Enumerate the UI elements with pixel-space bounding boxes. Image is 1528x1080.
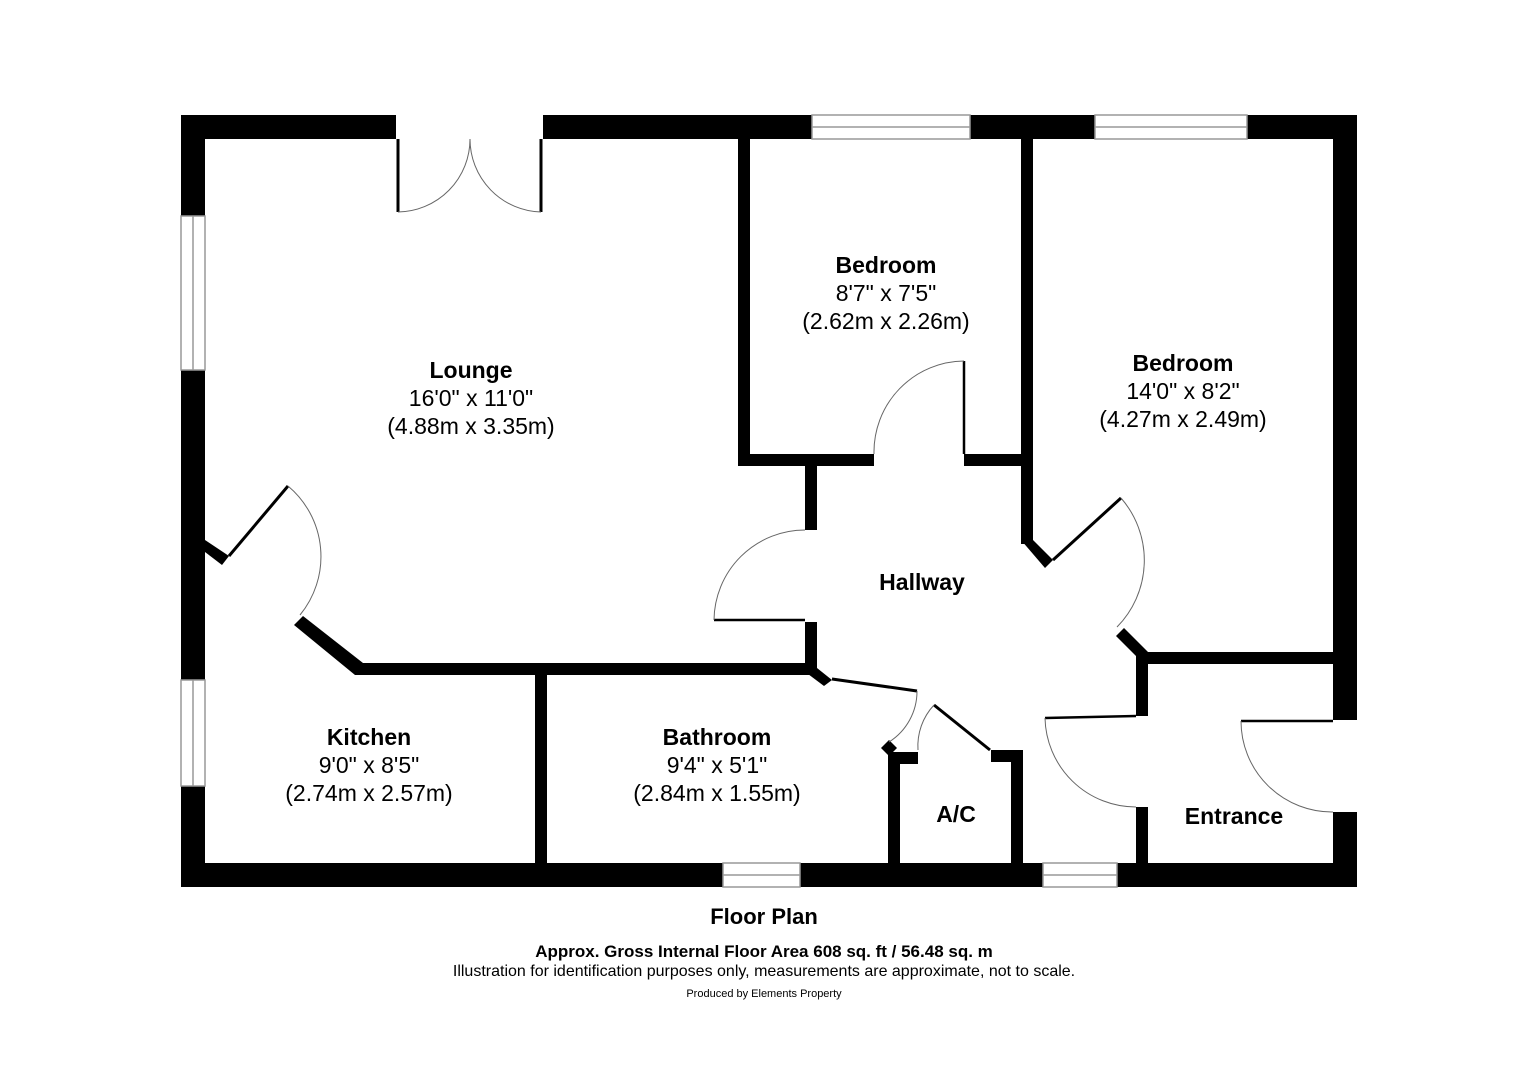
- room-name: A/C: [936, 801, 976, 827]
- room-label-lounge: Lounge 16'0" x 11'0" (4.88m x 3.35m): [387, 356, 554, 440]
- disclaimer: Illustration for identification purposes…: [452, 963, 1076, 980]
- plan-title: Floor Plan: [710, 904, 818, 929]
- room-dimensions-imperial: 14'0" x 8'2": [1126, 378, 1240, 405]
- room-dimensions-metric: (4.27m x 2.49m): [1099, 406, 1267, 433]
- room-label-bathroom: Bathroom 9'4" x 5'1" (2.84m x 1.55m): [633, 723, 800, 807]
- french-door: [396, 139, 543, 212]
- room-label-hallway: Hallway: [879, 568, 965, 596]
- room-dimensions-imperial: 9'4" x 5'1": [666, 752, 768, 779]
- interior-walls: [205, 139, 1333, 863]
- room-label-ac: A/C: [936, 800, 976, 828]
- doors: [227, 138, 1334, 813]
- room-name: Bathroom: [662, 724, 772, 750]
- room-name: Hallway: [879, 569, 965, 595]
- room-label-bedroom-small: Bedroom 8'7" x 7'5" (2.62m x 2.26m): [802, 251, 969, 335]
- room-dimensions-metric: (4.88m x 3.35m): [387, 413, 555, 440]
- room-name: Bedroom: [835, 252, 937, 278]
- room-dimensions-metric: (2.84m x 1.55m): [633, 780, 801, 807]
- room-name: Kitchen: [326, 724, 412, 750]
- room-label-bedroom-large: Bedroom 14'0" x 8'2" (4.27m x 2.49m): [1099, 349, 1266, 433]
- windows: [180, 114, 1248, 888]
- room-dimensions-imperial: 8'7" x 7'5": [835, 280, 937, 307]
- room-dimensions-metric: (2.74m x 2.57m): [285, 780, 453, 807]
- outer-walls: [181, 115, 1357, 887]
- room-dimensions-metric: (2.62m x 2.26m): [802, 308, 970, 335]
- room-dimensions-imperial: 16'0" x 11'0": [408, 385, 534, 412]
- floor-area: Approx. Gross Internal Floor Area 608 sq…: [535, 942, 993, 961]
- room-label-kitchen: Kitchen 9'0" x 8'5" (2.74m x 2.57m): [285, 723, 452, 807]
- room-name: Lounge: [429, 357, 513, 383]
- room-label-entrance: Entrance: [1185, 802, 1283, 830]
- room-name: Entrance: [1184, 803, 1284, 829]
- room-dimensions-imperial: 9'0" x 8'5": [318, 752, 420, 779]
- credit: Produced by Elements Property: [686, 988, 842, 1000]
- room-name: Bedroom: [1132, 350, 1234, 376]
